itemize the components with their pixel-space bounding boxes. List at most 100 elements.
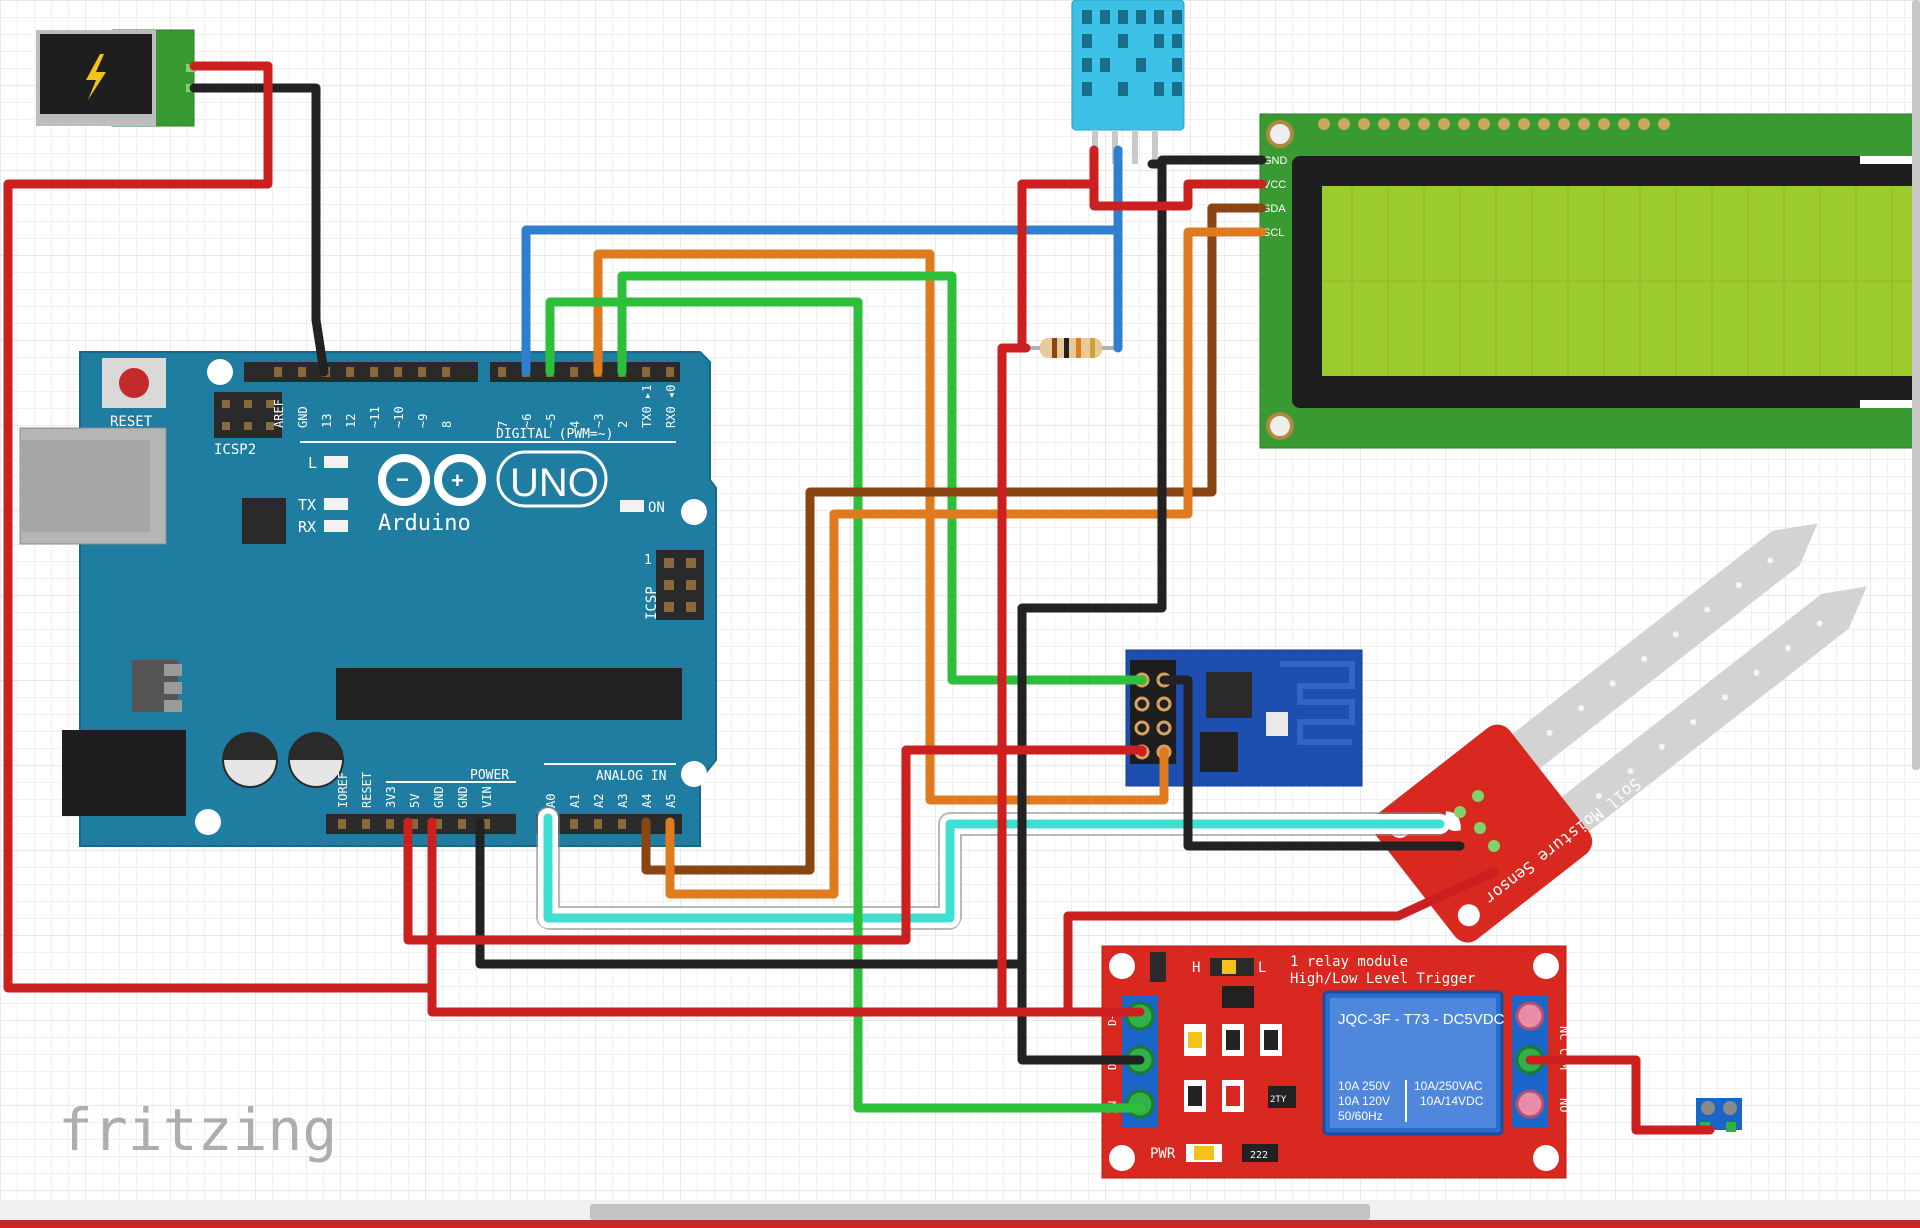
wire-black-esp[interactable] <box>1161 675 1465 851</box>
reset-label: RESET <box>110 414 153 430</box>
pin-label-11: 4 <box>568 421 582 428</box>
wire-red-soil[interactable] <box>1063 867 1499 1017</box>
wire-brown[interactable] <box>641 203 1267 875</box>
rating-right-1: 10A/250VAC <box>1414 1079 1483 1093</box>
header-pin[interactable] <box>338 819 346 829</box>
wire-orange[interactable] <box>593 249 1169 805</box>
wire-red-out[interactable] <box>1525 1055 1715 1135</box>
rating-left-3: 50/60Hz <box>1338 1109 1383 1123</box>
header-pin[interactable] <box>418 367 426 377</box>
rating-left-2: 10A 120V <box>1338 1094 1390 1108</box>
screw-terminal[interactable] <box>1696 1098 1742 1132</box>
wire-green-relay[interactable] <box>545 297 1145 1113</box>
power-pin-label-0: IOREF <box>336 772 350 808</box>
pin-label-4: ~11 <box>368 406 382 428</box>
header-pin[interactable] <box>274 367 282 377</box>
wire-black-jack[interactable] <box>189 83 329 377</box>
power-bolt-icon <box>86 54 106 100</box>
header-pin[interactable] <box>498 367 506 377</box>
lcd-pin-vcc: VCC <box>1263 179 1286 191</box>
resistor[interactable] <box>1026 338 1116 358</box>
wire-blue[interactable] <box>521 145 1123 377</box>
pin-label-3: 12 <box>344 414 358 428</box>
transistor-label: 2TY <box>1270 1095 1287 1105</box>
resistor-code: 222 <box>1250 1150 1268 1161</box>
header-pin[interactable] <box>434 819 442 829</box>
logo-arduino: Arduino <box>378 511 471 536</box>
header-pin[interactable] <box>394 367 402 377</box>
wire-black-dht[interactable] <box>1147 159 1167 475</box>
wire-black-relay-gnd[interactable] <box>1017 959 1145 1065</box>
header-pin[interactable] <box>442 367 450 377</box>
analog-pin-label-0: A0 <box>544 794 558 808</box>
wire-red-vcc[interactable] <box>997 145 1099 1017</box>
wire-red-5v[interactable] <box>427 817 1145 1017</box>
horizontal-scroll-thumb[interactable] <box>590 1204 1370 1220</box>
pin-label-5: ~10 <box>392 406 406 428</box>
header-pin[interactable] <box>386 819 394 829</box>
icsp-label: ICSP <box>644 586 660 620</box>
rating-left-1: 10A 250V <box>1338 1079 1390 1093</box>
analog-pin-label-4: A4 <box>640 794 654 808</box>
header-pin[interactable] <box>362 819 370 829</box>
pin-label-12: ~3 <box>592 414 606 428</box>
header-pin[interactable] <box>570 367 578 377</box>
status-strip <box>0 1220 1920 1228</box>
header-pin[interactable] <box>410 819 418 829</box>
vertical-scrollbar[interactable] <box>1912 0 1920 770</box>
header-pin[interactable] <box>570 819 578 829</box>
header-pin[interactable] <box>346 367 354 377</box>
pin-label-6: ~9 <box>416 414 430 428</box>
led-on-label: ON <box>648 500 665 516</box>
power-pin-label-3: 5V <box>408 794 422 808</box>
wire-orange-lcd[interactable] <box>665 227 1267 899</box>
out-pin-nc: NC <box>1557 1026 1571 1040</box>
wires <box>3 61 1715 1135</box>
relay-module[interactable]: 1 relay module High/Low Level Trigger H … <box>1101 945 1571 1179</box>
header-pin[interactable] <box>298 367 306 377</box>
wire-red-3v3[interactable] <box>403 745 1147 945</box>
pin-label-1: GND <box>296 406 310 428</box>
logo-uno: UNO <box>510 461 599 505</box>
header-pin[interactable] <box>482 819 490 829</box>
wire-black-gnd[interactable] <box>475 817 1027 969</box>
lcd-pin-gnd: GND <box>1263 155 1288 167</box>
barrel-jack <box>62 730 186 816</box>
analog-pin-label-5: A5 <box>664 794 678 808</box>
header-pin[interactable] <box>666 367 674 377</box>
power-header[interactable] <box>326 814 516 834</box>
icsp-pin1-label: 1 <box>644 553 652 568</box>
relay-title-1: 1 relay module <box>1290 954 1408 970</box>
header-pin[interactable] <box>370 367 378 377</box>
wire-red-jack[interactable] <box>3 61 437 993</box>
power-pin-label-4: GND <box>432 786 446 808</box>
soil-moisture-sensor[interactable]: Soil Moisture Sensor <box>1366 490 1890 949</box>
power-pin-label-1: RESET <box>360 772 374 808</box>
wire-red-lcd-vcc[interactable] <box>1089 179 1267 211</box>
header-pin[interactable] <box>594 819 602 829</box>
pin-label-9: ~6 <box>520 414 534 428</box>
wire-green[interactable] <box>617 271 1147 685</box>
pin-label-0: AREF <box>272 399 286 428</box>
transistor <box>1268 1086 1296 1108</box>
digital-header-right[interactable] <box>490 362 680 382</box>
fritzing-logo: fritzing <box>58 1096 337 1164</box>
header-pin[interactable] <box>458 819 466 829</box>
pin-label-13: 2 <box>616 421 630 428</box>
wire-black-relay[interactable] <box>1017 155 1267 969</box>
dc-power-jack[interactable] <box>36 29 196 127</box>
power-pin-label-2: 3V3 <box>384 786 398 808</box>
header-pin[interactable] <box>642 367 650 377</box>
wire-cyan[interactable] <box>543 813 1445 923</box>
led-rx-label: RX <box>298 518 316 536</box>
arduino-uno-board[interactable]: RESET ICSP2 L TX RX ON − + UNO Arduino <box>19 351 717 847</box>
power-pin-label-6: VIN <box>480 786 494 808</box>
relay-title-2: High/Low Level Trigger <box>1290 971 1475 987</box>
lcd-display[interactable]: GND VCC SDA SCL <box>1259 113 1920 449</box>
lcd-pin-sda: SDA <box>1263 203 1286 215</box>
pin-label-10: ~5 <box>544 414 558 428</box>
pin-label-15: RX0 ◂0 <box>664 385 678 428</box>
esp-chip <box>1200 732 1238 772</box>
pwr-label: PWR <box>1150 1146 1176 1162</box>
header-pin[interactable] <box>618 819 626 829</box>
